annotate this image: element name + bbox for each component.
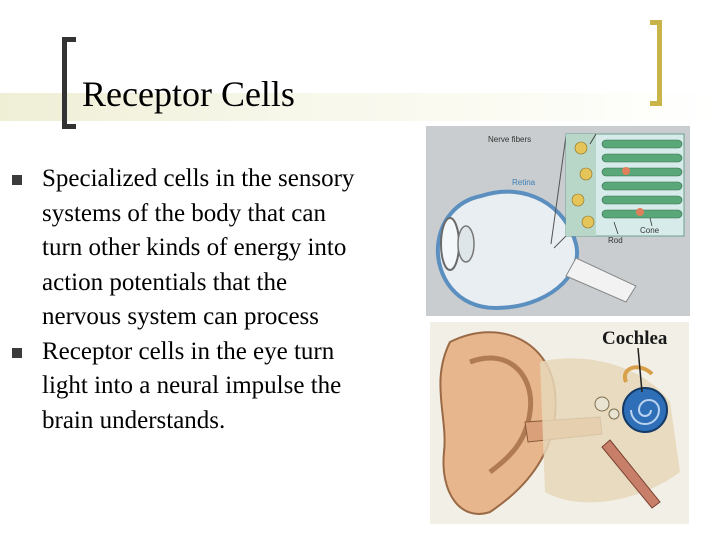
eyeball-icon xyxy=(435,189,637,311)
slide-title: Receptor Cells xyxy=(82,74,295,114)
nerve-fibers-label: Nerve fibers xyxy=(488,135,532,144)
title-bracket-left xyxy=(62,37,76,129)
title-band xyxy=(0,93,720,121)
cochlea-label: Cochlea xyxy=(602,328,668,349)
ear-illustration xyxy=(430,322,689,524)
square-bullet-icon xyxy=(12,175,22,185)
square-bullet-icon xyxy=(12,347,22,358)
rod-label: Rod xyxy=(608,236,623,245)
eye-illustration xyxy=(426,126,690,316)
title-bracket-right xyxy=(650,20,662,106)
retina-label: Retina xyxy=(512,178,536,187)
bullet-text: Receptor cells in the eye turn light int… xyxy=(42,337,342,434)
retina-closeup-icon xyxy=(565,133,685,237)
eye-retina-diagram: Nerve fibers Retina Rod Cone xyxy=(426,126,690,316)
cochlea-icon xyxy=(622,365,668,433)
bullet-list: Specialized cells in the sensory systems… xyxy=(10,162,355,438)
cone-label: Cone xyxy=(640,226,660,235)
bullet-item: Specialized cells in the sensory systems… xyxy=(10,162,355,335)
bullet-item: Receptor cells in the eye turn light int… xyxy=(10,335,355,439)
ear-cochlea-diagram: Cochlea xyxy=(430,322,689,524)
bullet-text: Specialized cells in the sensory systems… xyxy=(42,165,355,330)
